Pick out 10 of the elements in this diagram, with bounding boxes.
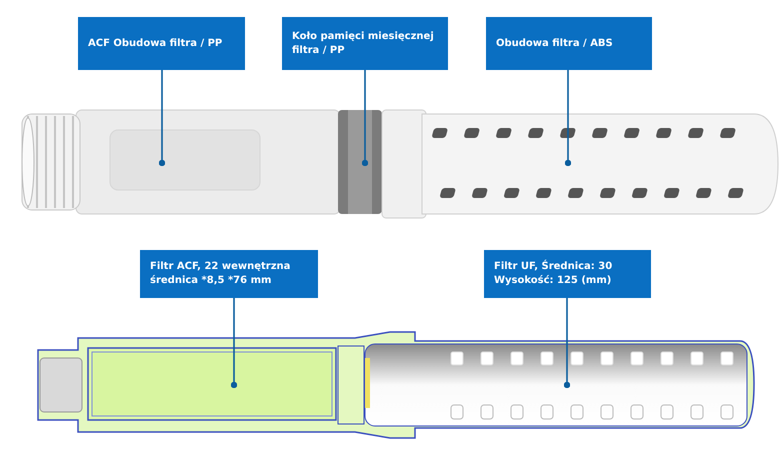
- callout-label: Filtr ACF, 22 wewnętrzna średnica *8,5 *76 mm: [140, 250, 318, 298]
- leader-line: [362, 70, 368, 166]
- leader-line: [564, 70, 572, 166]
- callout-label: ACF Obudowa filtra / PP: [78, 17, 245, 70]
- callout-label: Koło pamięci miesięcznej filtra / PP: [282, 17, 448, 70]
- leader-line: [564, 298, 570, 388]
- leader-line: [158, 70, 166, 166]
- callout-label: Filtr UF, Średnica: 30 Wysokość: 125 (mm): [484, 250, 651, 298]
- callout-label: Obudowa filtra / ABS: [486, 17, 652, 70]
- leader-line: [230, 298, 238, 388]
